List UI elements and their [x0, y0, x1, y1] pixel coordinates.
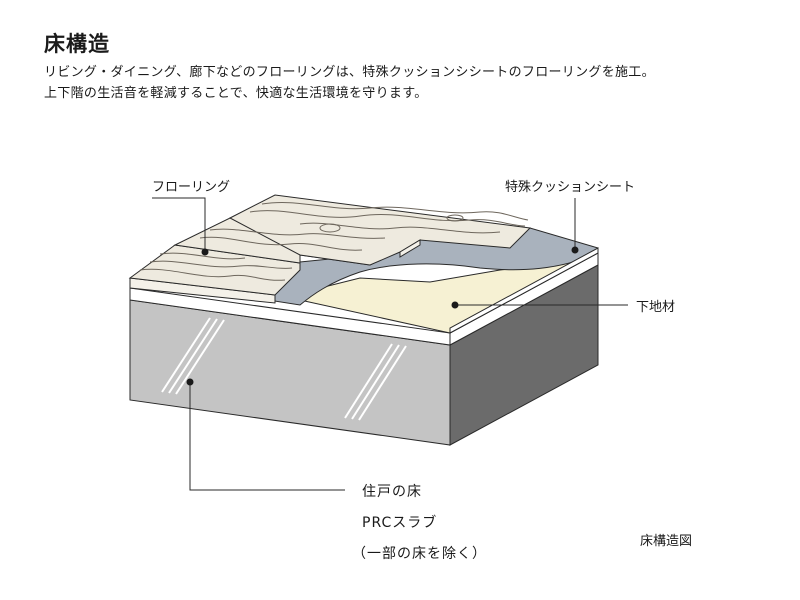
slab-hatch-marks — [161, 317, 407, 421]
label-flooring: フローリング — [152, 180, 231, 195]
flooring-board-edge-right — [399, 239, 421, 258]
label-subfloor: 下地材 — [636, 300, 676, 315]
description-line-1: リビング・ダイニング、廊下などのフローリングは、特殊クッションシシートのフローリ… — [44, 65, 655, 80]
wood-grain — [139, 201, 529, 281]
leader-lines — [152, 197, 628, 491]
cushion-sheet-edge — [449, 247, 599, 334]
page-title: 床構造 — [44, 32, 110, 56]
figure-caption: 床構造図 — [640, 534, 693, 549]
description-line-2: 上下階の生活音を軽減することで、快適な生活環境を守ります。 — [44, 86, 428, 101]
leader-dots — [186, 246, 579, 386]
label-slab-line-2: PRCスラブ — [362, 515, 438, 531]
label-slab-line-3: （一部の床を除く） — [352, 546, 487, 562]
label-cushion-sheet: 特殊クッションシート — [505, 180, 636, 195]
label-slab-line-1: 住戸の床 — [362, 484, 422, 500]
description: リビング・ダイニング、廊下などのフローリングは、特殊クッションシシートのフローリ… — [44, 62, 655, 104]
flooring-board-left — [128, 244, 301, 296]
